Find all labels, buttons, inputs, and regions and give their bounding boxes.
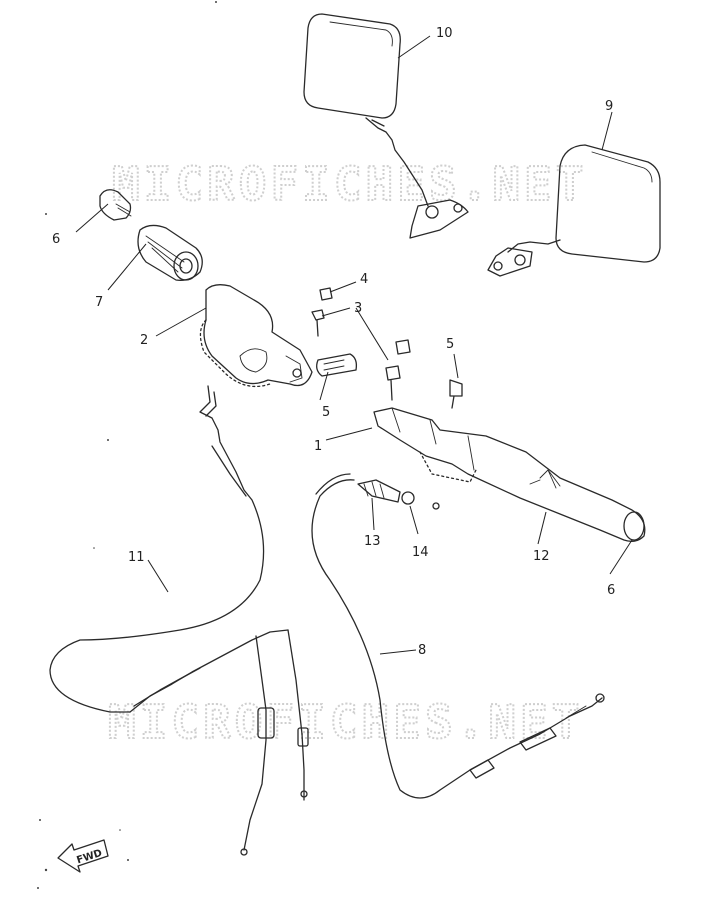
mirror-left <box>303 13 469 239</box>
fwd-label: FWD <box>75 848 103 867</box>
callout-2: 2 <box>140 333 148 348</box>
forward-arrow-icon: FWD <box>57 839 109 873</box>
mirror-right <box>487 144 661 277</box>
callout-10: 8 <box>418 643 426 658</box>
cable-10 <box>311 473 605 799</box>
callout-5-right: 5 <box>446 337 454 352</box>
cable-adjuster <box>357 479 440 510</box>
handlebar <box>373 407 646 542</box>
callout-8: 12 <box>533 549 550 564</box>
throttle-housing <box>199 284 313 388</box>
callout-3: 3 <box>354 301 362 316</box>
callout-6-upper: 6 <box>52 232 60 247</box>
callout-6-lower: 6 <box>607 583 615 598</box>
callout-13: 13 <box>364 534 381 549</box>
callout-7: 7 <box>95 295 103 310</box>
callout-14: 14 <box>412 545 429 560</box>
callout-1: 1 <box>314 439 322 454</box>
callout-5-left: 5 <box>322 405 330 420</box>
callout-4: 4 <box>360 272 368 287</box>
throttle-cable <box>49 385 309 856</box>
screws-and-bolts <box>311 287 463 409</box>
watermark-bottom: MICROFICHES.NET <box>108 695 583 749</box>
bar-end-left <box>99 189 132 221</box>
scan-specks <box>37 1 217 889</box>
leader-lines <box>75 35 633 655</box>
callout-11: 9 <box>605 99 613 114</box>
callout-9: 11 <box>128 550 145 565</box>
callouts: 10 9 6 7 2 4 3 5 1 5 13 14 12 6 11 8 <box>52 26 615 658</box>
throttle-sleeve <box>137 224 203 281</box>
watermark-top: MICROFICHES.NET <box>112 157 587 211</box>
callout-12: 10 <box>436 26 453 41</box>
